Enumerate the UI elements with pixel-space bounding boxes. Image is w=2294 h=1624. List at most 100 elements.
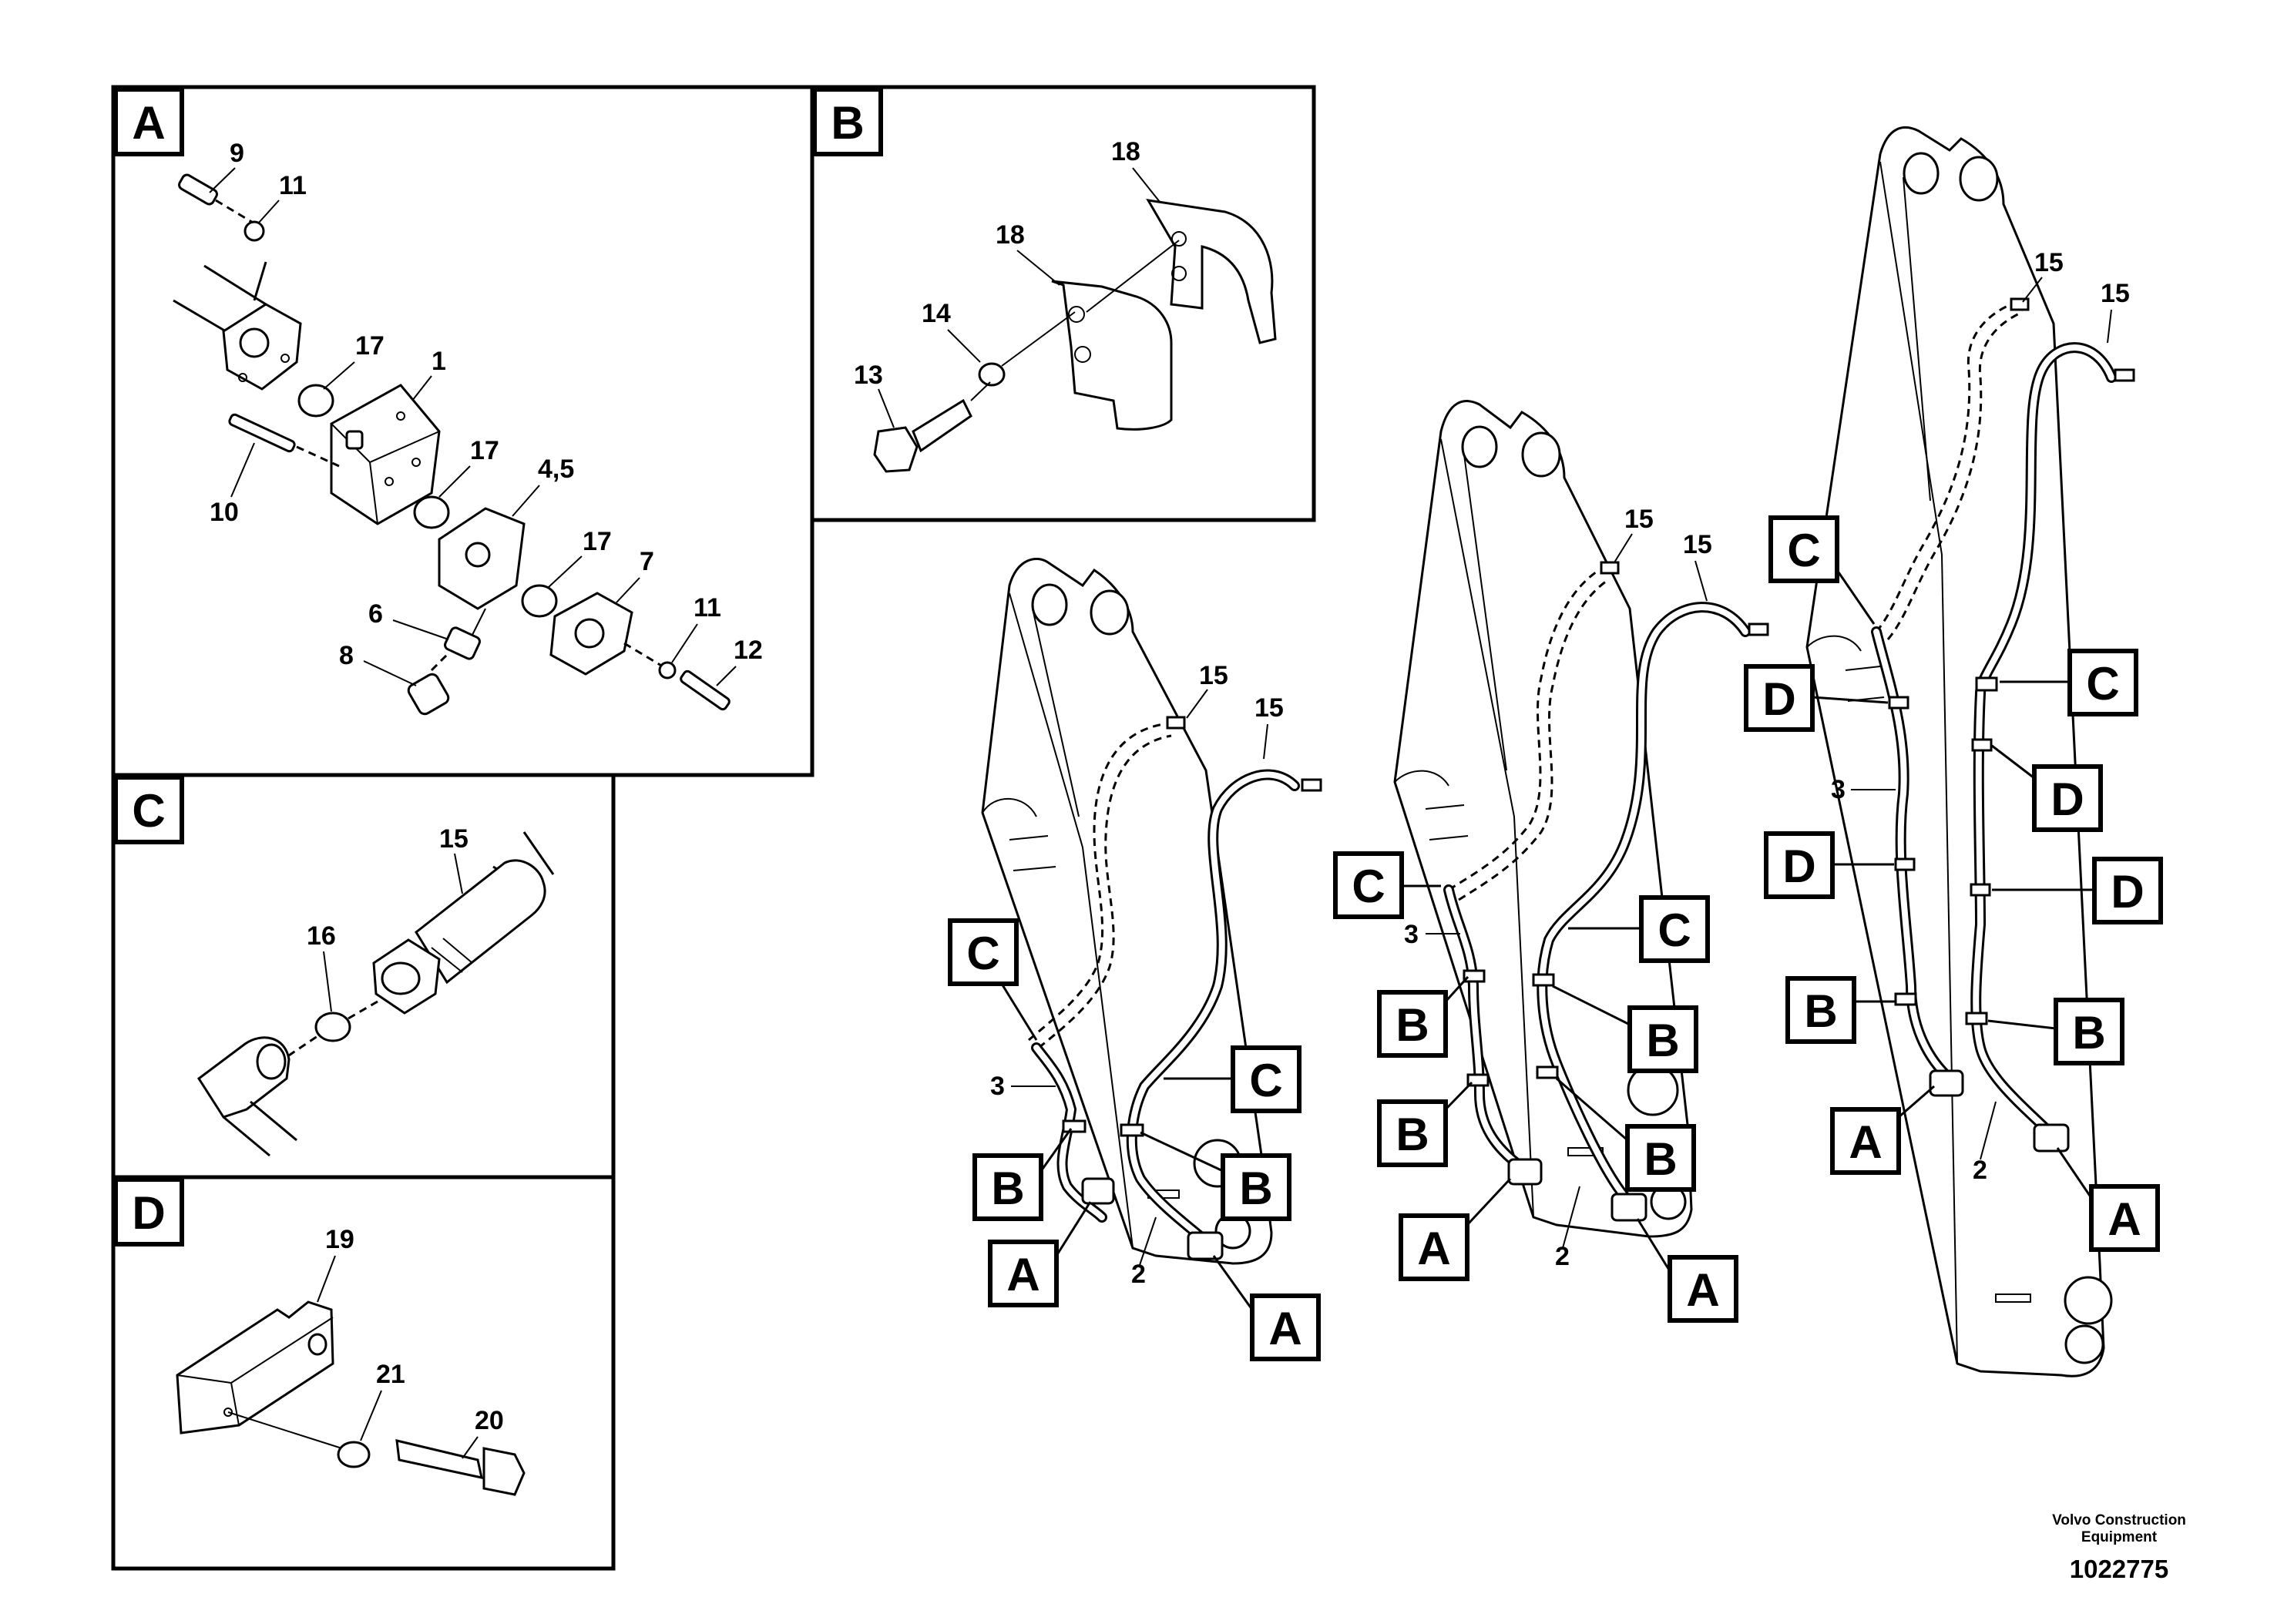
svg-text:B: B xyxy=(991,1163,1024,1214)
clamp-b xyxy=(1965,1012,1988,1025)
o-ring-17a xyxy=(297,384,334,418)
panel-b-frame xyxy=(810,85,1316,522)
boom-right-hose-2 xyxy=(1970,342,2117,1138)
svg-text:A: A xyxy=(1417,1223,1450,1274)
clamp-b xyxy=(1120,1123,1144,1137)
screw-12 xyxy=(680,669,731,711)
svg-text:B: B xyxy=(1239,1163,1272,1214)
svg-text:C: C xyxy=(1658,904,1691,956)
hose-end-fitting xyxy=(1975,676,1998,692)
svg-text:D: D xyxy=(2050,773,2084,825)
boom-middle: 15 15 3 2 C C B B B xyxy=(1333,400,1769,1323)
svg-text:B: B xyxy=(1396,1109,1429,1160)
document-number: 1022775 xyxy=(2069,1555,2169,1583)
boom-middle-letter-c: C xyxy=(1333,851,1441,919)
o-ring-16 xyxy=(314,1012,351,1042)
boom-middle-hose-3 xyxy=(1443,884,1527,1173)
maker-line-1: Volvo Construction xyxy=(2052,1512,2186,1528)
svg-text:C: C xyxy=(2086,658,2119,710)
flange-a xyxy=(1929,1069,1964,1097)
bolt-10 xyxy=(228,413,340,468)
callout-11: 11 xyxy=(694,593,721,622)
boom-middle-hose-2 xyxy=(1537,602,1751,1203)
svg-text:B: B xyxy=(1644,1133,1677,1185)
hose-end-fitting xyxy=(1301,778,1322,792)
svg-text:A: A xyxy=(132,97,165,149)
maker-line-2: Equipment xyxy=(2081,1529,2158,1545)
boom-right-hidden-hose xyxy=(1875,303,2012,632)
svg-text:C: C xyxy=(1352,861,1385,912)
panel-a-label: A xyxy=(113,87,184,156)
flange-a xyxy=(1507,1158,1543,1186)
clamp-d xyxy=(1971,738,1993,752)
panel-d-frame xyxy=(111,1175,616,1571)
boom-middle-hidden-hose xyxy=(1448,569,1600,891)
washer-11-top xyxy=(244,220,265,242)
boom-left-letter-c: C xyxy=(1164,1045,1302,1113)
callout-15: 15 xyxy=(1683,530,1712,559)
svg-text:C: C xyxy=(1787,525,1820,576)
boom-left-body xyxy=(981,558,1273,1265)
boom-left: 15 15 3 2 C C B B A xyxy=(948,558,1322,1361)
callout-12: 12 xyxy=(734,636,763,665)
o-ring-17b xyxy=(413,495,450,529)
clamp-b xyxy=(1062,1119,1087,1133)
svg-text:D: D xyxy=(1762,673,1795,725)
panel-a-callouts: 9 11 17 1 17 10 4,5 17 7 6 8 11 12 xyxy=(209,139,763,686)
clamp-half-back xyxy=(1146,199,1277,344)
callout-19: 19 xyxy=(325,1225,354,1254)
callout-2: 2 xyxy=(1973,1156,1987,1185)
callout-11: 11 xyxy=(279,171,307,200)
callout-10: 10 xyxy=(210,498,239,527)
clamp-d xyxy=(1970,883,1991,897)
panel-a-drawing: 9 11 17 1 17 10 4,5 17 7 6 8 11 12 xyxy=(173,139,763,716)
hose-15-fitting xyxy=(415,859,546,985)
washer-21 xyxy=(337,1441,371,1468)
hose-end-fitting xyxy=(1748,622,1769,636)
boom-middle-letter-b: B xyxy=(1377,1081,1473,1167)
bolt-13 xyxy=(873,398,972,473)
boom-left-letter-a: A xyxy=(988,1201,1092,1307)
panel-c-frame xyxy=(111,773,616,1179)
clamp-b xyxy=(1894,992,1917,1006)
callout-18: 18 xyxy=(996,220,1025,250)
callout-18: 18 xyxy=(1111,137,1140,166)
svg-text:B: B xyxy=(1646,1015,1679,1066)
hose-end-fitting xyxy=(1600,561,1620,575)
hose-end-fitting xyxy=(1166,716,1186,730)
boom-middle-letter-a: A xyxy=(1636,1218,1738,1323)
callout-17: 17 xyxy=(355,331,385,361)
callout-16: 16 xyxy=(307,921,336,951)
boom-left-hidden-hose xyxy=(1028,723,1164,1042)
boom-middle-letter-b: B xyxy=(1377,975,1469,1058)
callout-6: 6 xyxy=(368,599,383,629)
callout-15: 15 xyxy=(439,824,469,854)
svg-text:C: C xyxy=(132,785,165,837)
svg-text:B: B xyxy=(831,97,864,149)
bolt-20 xyxy=(395,1439,483,1479)
flange-a xyxy=(1611,1193,1647,1222)
publisher-footer: Volvo Construction Equipment 1022775 xyxy=(2019,1512,2219,1585)
clamp-d xyxy=(1888,696,1909,710)
boom-right-letter-b: B xyxy=(1785,976,1896,1044)
clamp-half-front xyxy=(1051,280,1173,431)
clamp-b xyxy=(1532,973,1555,987)
clamp-b xyxy=(1463,969,1486,983)
panel-c-label: C xyxy=(113,775,184,844)
callout-20: 20 xyxy=(475,1406,504,1435)
boom-left-letter-a: A xyxy=(1212,1255,1321,1361)
boom-middle-letter-b: B xyxy=(1556,1077,1696,1192)
svg-text:D: D xyxy=(2111,866,2144,918)
callout-17: 17 xyxy=(583,527,612,556)
boom-right-letter-d: D xyxy=(1991,744,2103,832)
boom-middle-body xyxy=(1393,400,1693,1238)
svg-text:D: D xyxy=(1782,841,1815,892)
boom-left-hose-3 xyxy=(1031,1042,1107,1223)
callout-7: 7 xyxy=(640,547,654,576)
callout-9: 9 xyxy=(230,139,244,168)
callout-14: 14 xyxy=(922,299,951,328)
callout-3: 3 xyxy=(1404,920,1419,949)
boom-right-letter-a: A xyxy=(1830,1085,1935,1175)
boom-left-letter-b: B xyxy=(1140,1131,1291,1221)
